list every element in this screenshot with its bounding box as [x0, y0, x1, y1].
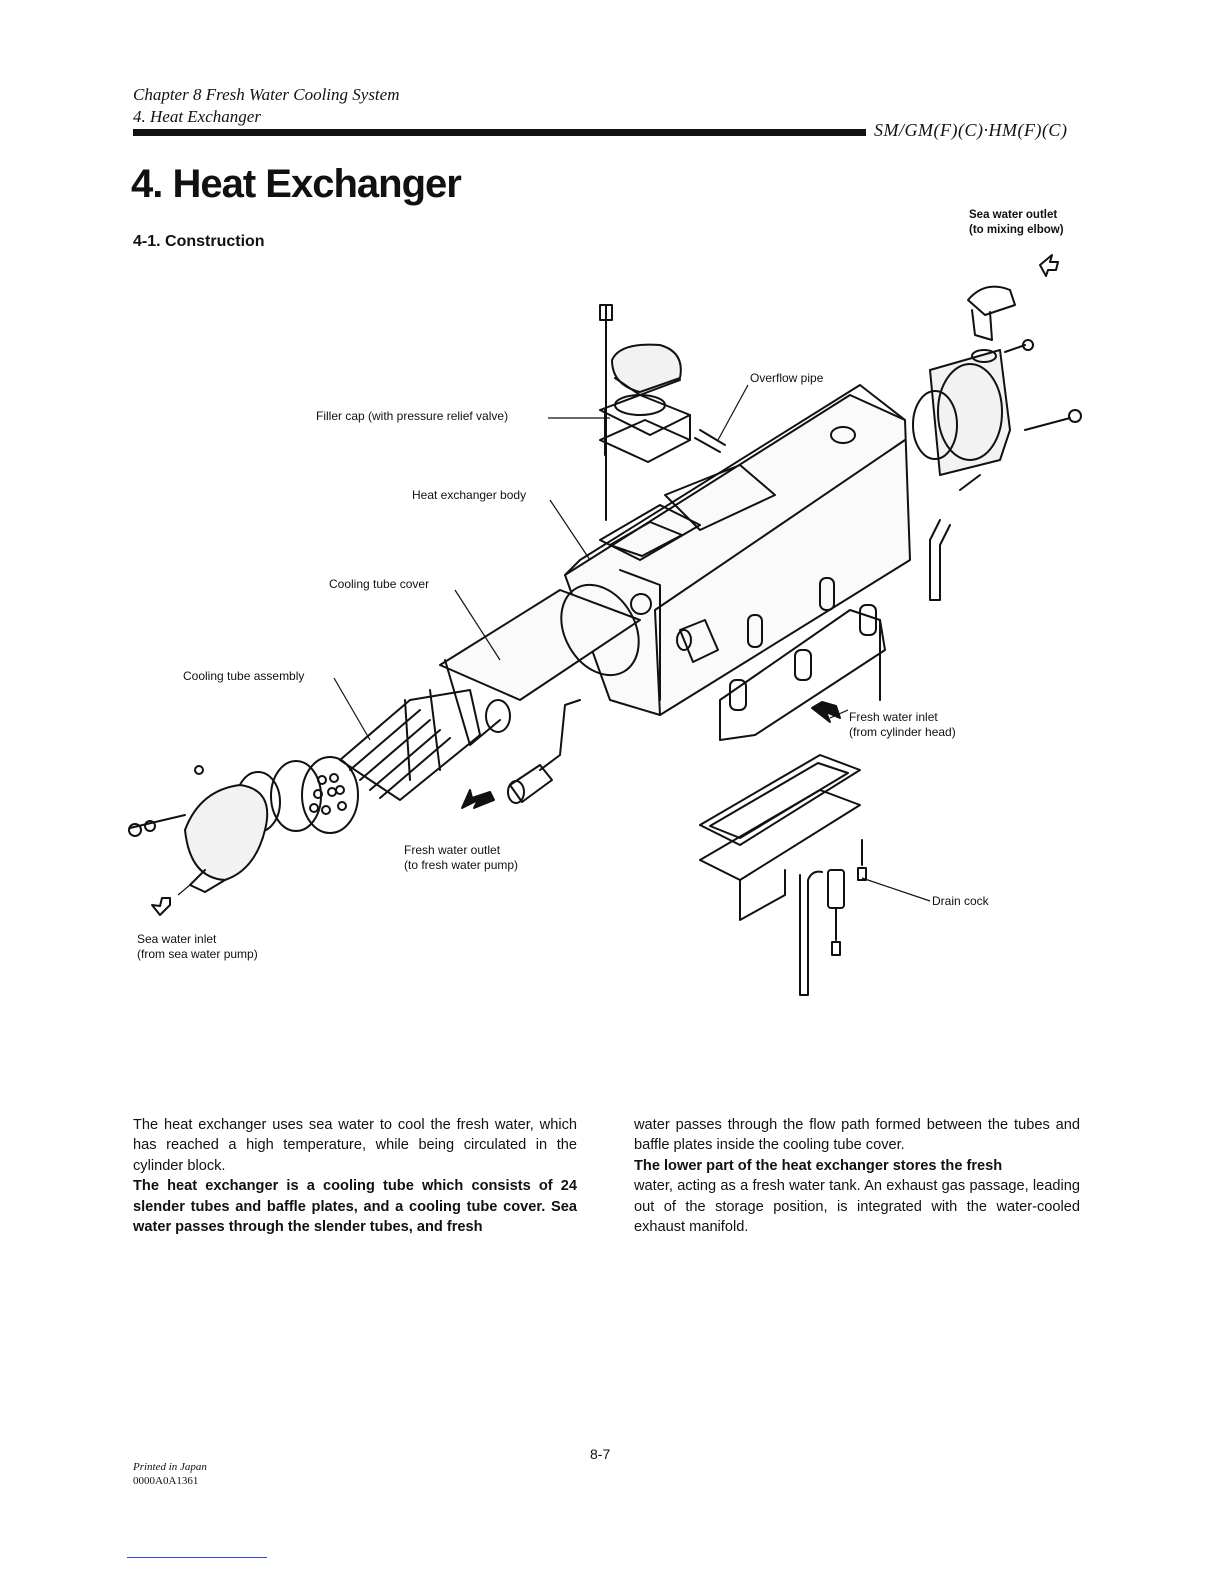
- cooling-tube-cover-shape: [439, 583, 641, 746]
- label-cooling-tube-cover: Cooling tube cover: [329, 577, 430, 591]
- body-paragraph: The lower part of the heat exchanger sto…: [634, 1157, 1003, 1174]
- header-model: SM/GM(F)(C)·HM(F)(C): [874, 120, 1068, 140]
- body-paragraph: The heat exchanger uses sea water to coo…: [133, 1117, 577, 1174]
- page-title: 4. Heat Exchanger: [131, 162, 462, 206]
- label-filler-cap: Filler cap (with pressure relief valve): [316, 409, 509, 423]
- heat-exchanger-body-shape: [564, 384, 911, 716]
- fresh-water-outlet-pipe-shape: [507, 619, 719, 804]
- page-number: 8-7: [590, 1446, 611, 1462]
- body-column-1: The heat exchanger uses sea water to coo…: [133, 1115, 577, 1237]
- header-rule: [133, 129, 866, 136]
- footer-code: 0000A0A1361: [133, 1475, 199, 1487]
- drain-tray-shape: [699, 754, 867, 996]
- footer-printed: Printed in Japan: [133, 1461, 207, 1473]
- label-sea-water-outlet: Sea water outlet (to mixing elbow): [969, 209, 1064, 236]
- label-overflow-pipe: Overflow pipe: [750, 371, 824, 385]
- label-cooling-tube-assembly: Cooling tube assembly: [183, 669, 305, 683]
- label-heat-exchanger-body: Heat exchanger body: [412, 488, 527, 502]
- label-fresh-water-inlet: Fresh water inlet (from cylinder head): [849, 710, 956, 739]
- bottom-link-underline: [127, 1557, 267, 1558]
- cooling-tube-assembly-shape: [301, 689, 481, 834]
- exhaust-manifold-gaskets-shape: [719, 577, 886, 741]
- header-section: 4. Heat Exchanger: [133, 107, 261, 126]
- label-fresh-water-outlet: Fresh water outlet (to fresh water pump): [404, 843, 519, 872]
- sea-water-inlet-cover-shape: [128, 760, 322, 893]
- flow-arrows: [151, 254, 1059, 916]
- body-paragraph: The heat exchanger is a cooling tube whi…: [133, 1178, 577, 1236]
- body-paragraph: water passes through the flow path forme…: [634, 1117, 1080, 1154]
- label-sea-water-inlet: Sea water inlet (from sea water pump): [137, 932, 258, 961]
- running-header: Chapter 8 Fresh Water Cooling System 4. …: [133, 84, 399, 128]
- body-column-2: water passes through the flow path forme…: [634, 1115, 1080, 1237]
- body-paragraph: water, acting as a fresh water tank. An …: [634, 1178, 1080, 1236]
- label-drain-cock: Drain cock: [932, 894, 989, 908]
- filler-cap-shape: [599, 304, 726, 521]
- sea-water-outlet-cover-shape: [912, 285, 1082, 601]
- section-title: 4-1. Construction: [133, 233, 265, 250]
- header-chapter: Chapter 8 Fresh Water Cooling System: [133, 85, 400, 104]
